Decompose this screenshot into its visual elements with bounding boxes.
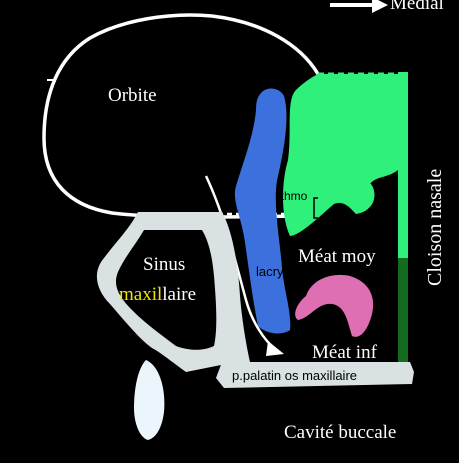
direction-label: Médial — [390, 0, 444, 14]
inferior-meatus-label: Méat inf — [312, 342, 378, 363]
palatine-label: p.palatin os maxillaire — [232, 368, 357, 383]
ethmoid-bracket — [313, 197, 318, 219]
nasolacrimal-arrowhead — [266, 341, 284, 356]
orbit-label: Orbite — [108, 85, 157, 106]
maxillary-sinus — [96, 212, 250, 372]
lacrymal-label: lacry — [256, 264, 284, 279]
lacrymal-bone — [234, 88, 291, 334]
nasal-septum-label: Cloison nasale — [424, 169, 446, 286]
sinus-label-line1: Sinus — [143, 254, 185, 275]
nasal-septum-lower — [398, 258, 408, 368]
ethmoid-bone — [283, 74, 398, 236]
ethmoid-label: ethmo — [274, 189, 308, 203]
tooth — [134, 360, 165, 440]
arrow-right-icon — [330, 0, 388, 13]
sinus-label-line2: maxillaire — [119, 284, 196, 305]
sinus-label-rest: laire — [162, 284, 196, 305]
middle-turbinate — [318, 176, 375, 213]
middle-meatus-label: Méat moy — [298, 246, 376, 267]
inferior-turbinate — [295, 274, 374, 337]
palatine-plate — [216, 362, 414, 388]
sinus-label-highlight: maxil — [119, 284, 162, 305]
oral-cavity-label: Cavité buccale — [284, 422, 396, 443]
nasal-septum-upper — [398, 72, 408, 258]
nasolacrimal-arrow-path — [204, 175, 277, 351]
